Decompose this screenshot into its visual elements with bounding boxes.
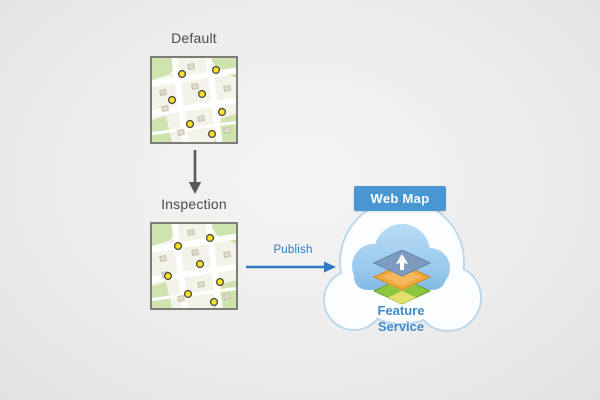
inspection-label: Inspection [161,196,227,212]
street-map-icon [147,53,241,147]
publish-label: Publish [273,244,313,256]
default-map-thumbnail [147,53,241,147]
web-map-badge: Web Map [354,186,446,211]
default-label: Default [171,30,217,46]
feature-service-label: Feature Service [377,303,425,335]
inspection-map-thumbnail [147,219,241,313]
publish-arrow-icon [246,261,336,273]
street-map-icon [147,219,241,313]
layer-stack-icon [372,250,432,305]
down-arrow-icon [188,150,202,194]
